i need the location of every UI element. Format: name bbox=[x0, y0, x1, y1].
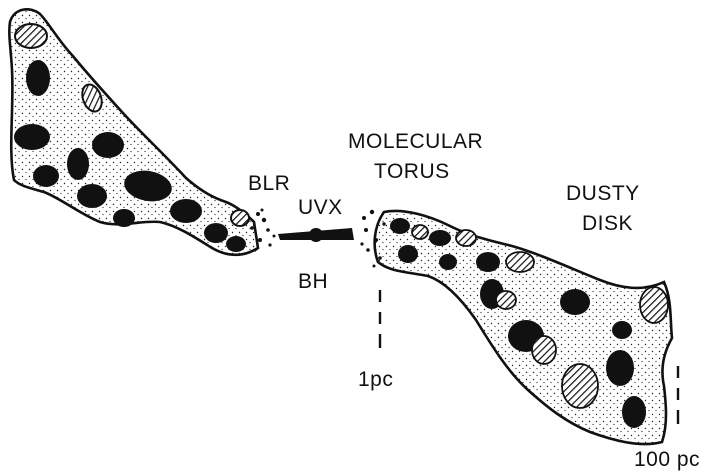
right-clump-16 bbox=[622, 396, 646, 428]
right-clump-5 bbox=[398, 245, 418, 263]
right-clump-17 bbox=[612, 321, 632, 339]
label-blr: BLR bbox=[248, 172, 290, 195]
left-clump-5 bbox=[92, 132, 124, 158]
central-engine bbox=[278, 228, 354, 242]
label-uvx: UVX bbox=[298, 196, 343, 219]
left-clump-6 bbox=[67, 148, 89, 180]
right-clump-3 bbox=[429, 230, 451, 246]
label-bh: BH bbox=[298, 270, 328, 293]
label-scale-100pc: 100 pc bbox=[634, 448, 700, 471]
right-clump-2 bbox=[412, 225, 428, 239]
left-clump-13 bbox=[231, 210, 249, 226]
right-clump-8 bbox=[506, 252, 534, 272]
right-clump-18 bbox=[640, 287, 668, 323]
left-clump-12 bbox=[204, 223, 228, 243]
right-clump-4 bbox=[456, 230, 476, 246]
left-clump-4 bbox=[14, 124, 50, 150]
right-clump-14 bbox=[606, 350, 634, 386]
left-clump-7 bbox=[33, 165, 59, 187]
right-clump-10 bbox=[496, 291, 516, 309]
left-dusty-disk bbox=[9, 9, 258, 254]
right-clump-1 bbox=[390, 218, 410, 234]
right-clump-15 bbox=[562, 364, 598, 408]
left-clump-8 bbox=[77, 184, 107, 208]
label-disk: DISK bbox=[582, 212, 633, 235]
right-clump-7 bbox=[476, 252, 500, 272]
label-molecular: MOLECULAR bbox=[348, 130, 483, 153]
left-clump-14 bbox=[226, 236, 246, 252]
right-dusty-disk bbox=[360, 210, 672, 444]
label-torus: TORUS bbox=[374, 160, 450, 183]
left-clump-10 bbox=[170, 199, 202, 223]
label-scale-1pc: 1pc bbox=[358, 368, 393, 391]
right-clump-6 bbox=[439, 254, 457, 270]
left-clump-11 bbox=[113, 209, 135, 227]
right-clump-13 bbox=[532, 336, 556, 364]
black-hole bbox=[309, 228, 323, 242]
left-clump-2 bbox=[26, 60, 50, 96]
label-dusty: DUSTY bbox=[566, 182, 640, 205]
right-clump-11 bbox=[560, 289, 590, 315]
left-clump-1 bbox=[15, 24, 47, 48]
